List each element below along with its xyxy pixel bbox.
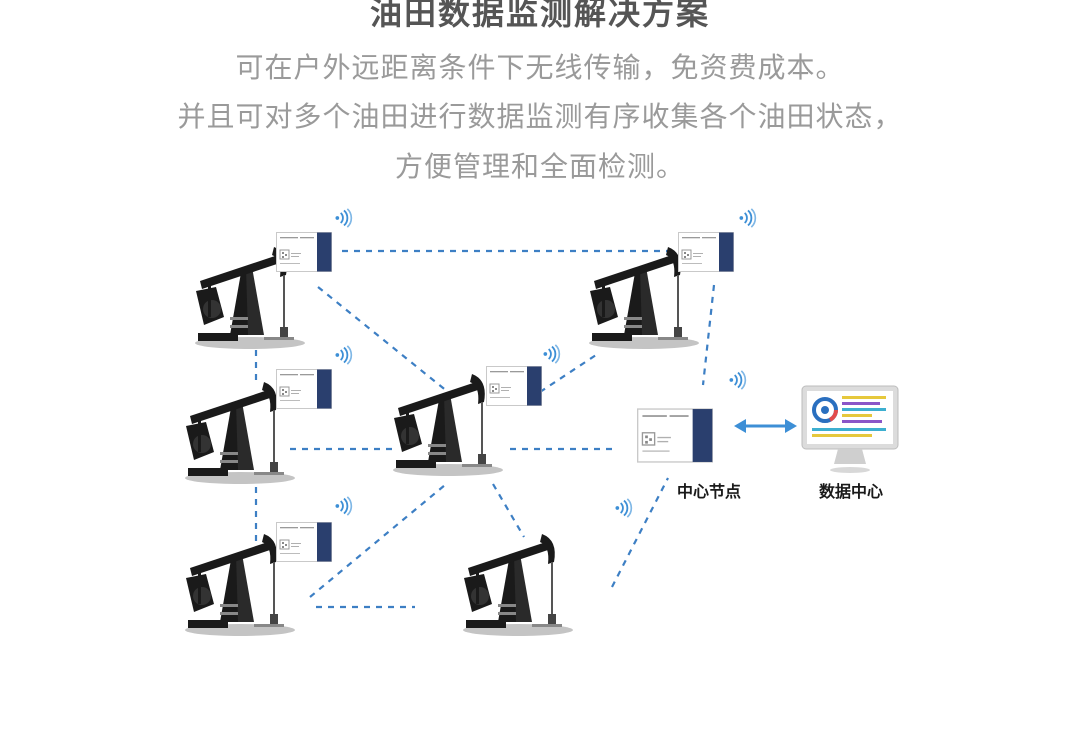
page-title: 油田数据监测解决方案 [369, 0, 710, 32]
link-bottomleft-hub [309, 484, 446, 598]
data-center-monitor-icon [801, 385, 899, 473]
wifi-icon [334, 208, 353, 228]
radio-module-bottom-left [276, 522, 332, 562]
subtitle-line-1: 可在户外远距离条件下无线传输，免资费成本。 [235, 51, 845, 84]
network-links [254, 249, 716, 609]
radio-module-hub [486, 366, 542, 406]
subtitle-line-3: 方便管理和全面检测。 [394, 150, 685, 183]
link-topright-center [701, 284, 716, 386]
center-node-module [637, 408, 713, 463]
center-node-label: 中心节点 [677, 482, 741, 501]
link-hub-topright [539, 354, 597, 393]
wifi-icon [542, 344, 561, 364]
bidirectional-arrow-icon [734, 419, 797, 433]
radio-module-middle-left [276, 369, 332, 409]
link-topleft-hub [317, 286, 449, 393]
link-bottom-center [611, 477, 669, 588]
pumpjack-bottom [463, 534, 573, 636]
wifi-icon [334, 345, 353, 365]
wifi-icon [738, 208, 757, 228]
wifi-icon [728, 370, 747, 390]
subtitle-line-2: 并且可对多个油田进行数据监测有序收集各个油田状态， [177, 100, 903, 133]
wifi-icon [614, 498, 633, 518]
radio-module-top-left [276, 232, 332, 272]
link-hub-bottom [492, 483, 525, 538]
data-center-label: 数据中心 [819, 482, 883, 501]
radio-module-top-right [678, 232, 734, 272]
wifi-icon [334, 496, 353, 516]
